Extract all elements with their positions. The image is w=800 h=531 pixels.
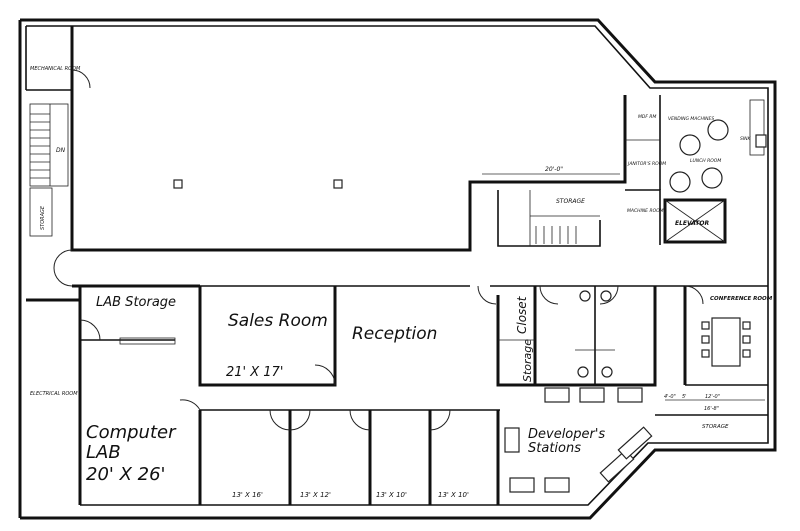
dim-5: 5' — [682, 394, 687, 400]
label-storage-bottom: STORAGE — [702, 424, 729, 430]
label-elevator: ELEVATOR — [675, 220, 710, 227]
label-sales-dims: 21' X 17' — [226, 365, 283, 380]
label-computer-2: LAB — [86, 442, 121, 463]
dim-16: 16'-8" — [704, 406, 719, 412]
label-conference: CONFERENCE ROOM — [710, 296, 773, 302]
table — [701, 167, 723, 189]
desk — [617, 387, 643, 403]
label-developer-1: Developer's — [528, 427, 605, 442]
label-dn: DN — [56, 147, 66, 154]
room-labels: MECHANICAL ROOM STORAGE LAB Storage Sale… — [30, 66, 773, 499]
desk — [509, 477, 535, 493]
small-stair — [535, 226, 577, 244]
outer-walls — [18, 18, 777, 520]
label-mechanical: MECHANICAL ROOM — [30, 66, 81, 72]
desk — [579, 387, 605, 403]
label-lunch: LUNCH ROOM — [690, 158, 721, 164]
label-storage-stair: STORAGE — [40, 205, 46, 230]
toilet — [600, 290, 612, 302]
dim-4: 4'-0" — [664, 394, 676, 400]
toilet — [601, 366, 613, 378]
conference-table — [711, 317, 741, 367]
label-reception: Reception — [352, 324, 437, 344]
desk — [544, 387, 570, 403]
label-computer-dims: 20' X 26' — [86, 464, 165, 485]
label-storage-mid: STORAGE — [556, 198, 585, 205]
label-office-3: 13' X 10' — [376, 491, 407, 499]
label-lab-storage: LAB Storage — [96, 295, 176, 310]
label-office-1: 13' X 16' — [232, 491, 263, 499]
label-sales-room-1: Sales Room — [228, 311, 328, 331]
table — [669, 171, 691, 193]
dim-12: 12'-0" — [705, 394, 720, 400]
label-machine-room: MACHINE ROOM — [627, 208, 664, 214]
label-electrical: ELECTRICAL ROOM — [30, 391, 78, 397]
desk — [544, 477, 570, 493]
label-janitors: JANITOR'S ROOM — [627, 161, 666, 167]
lower-room-walls — [26, 285, 768, 505]
stair-treads — [30, 104, 51, 186]
table — [707, 119, 729, 141]
label-office-4: 13' X 10' — [438, 491, 469, 499]
dim-20: 20'-0" — [545, 166, 563, 173]
column — [333, 179, 343, 189]
desk — [504, 427, 520, 453]
toilet — [577, 366, 589, 378]
label-closet: Closet — [515, 295, 529, 334]
conference-chairs — [701, 321, 751, 358]
column — [173, 179, 183, 189]
label-computer-1: Computer — [86, 422, 177, 443]
label-sink: SINK — [740, 136, 752, 142]
label-developer-2: Stations — [528, 441, 581, 456]
label-vending: VENDING MACHINES — [668, 116, 714, 122]
desk — [617, 426, 653, 460]
upper-area-walls — [26, 26, 767, 252]
toilet — [579, 290, 591, 302]
label-office-2: 13' X 12' — [300, 491, 331, 499]
label-storage-left: Storage — [521, 339, 534, 382]
label-mdf: MDF RM — [638, 114, 656, 120]
table — [679, 134, 701, 156]
